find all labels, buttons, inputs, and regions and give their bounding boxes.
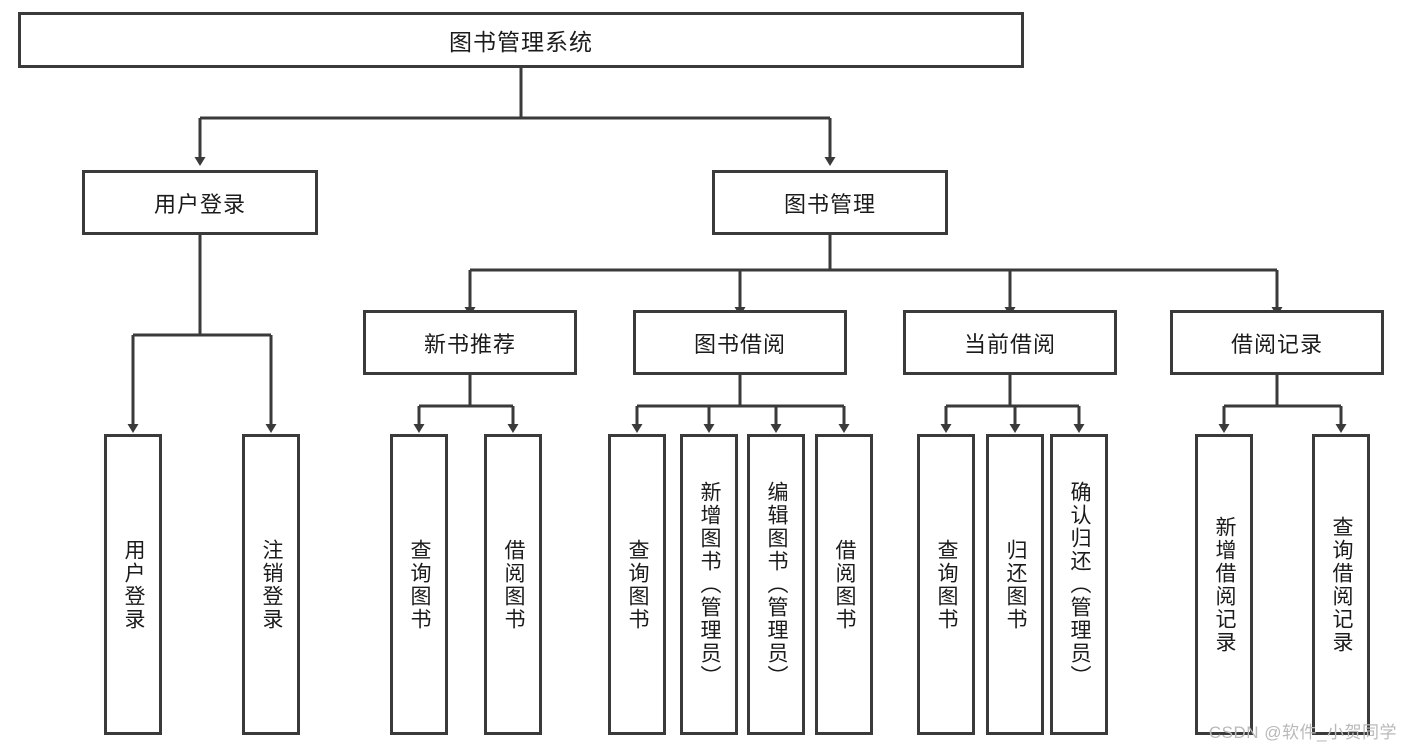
node-borrow-record[interactable]: 借阅记录 xyxy=(1170,310,1384,375)
node-leaf-add-borrow-record[interactable]: 新增借阅记录 xyxy=(1195,434,1253,735)
node-label: 查询借阅记录 xyxy=(1329,515,1353,654)
node-leaf-edit-book-admin[interactable]: 编辑图书（管理员） xyxy=(747,434,805,735)
node-leaf-return-book[interactable]: 归还图书 xyxy=(986,434,1044,735)
node-label: 编辑图书（管理员） xyxy=(764,481,788,688)
node-leaf-confirm-return-admin[interactable]: 确认归还（管理员） xyxy=(1050,434,1108,735)
node-leaf-query-book-recommend[interactable]: 查询图书 xyxy=(390,434,448,735)
node-user-login[interactable]: 用户登录 xyxy=(82,170,318,235)
node-label: 确认归还（管理员） xyxy=(1067,481,1091,688)
node-root-book-management-system[interactable]: 图书管理系统 xyxy=(18,12,1024,68)
node-label: 新书推荐 xyxy=(423,331,516,357)
node-leaf-query-book-borrow[interactable]: 查询图书 xyxy=(608,434,666,735)
node-label: 归还图书 xyxy=(1003,538,1027,631)
node-leaf-user-login[interactable]: 用户登录 xyxy=(104,434,162,735)
node-label: 用户登录 xyxy=(121,538,145,631)
node-label: 当前借阅 xyxy=(963,331,1056,357)
node-label: 图书管理系统 xyxy=(449,29,593,55)
node-label: 借阅图书 xyxy=(501,538,525,631)
node-label: 新增借阅记录 xyxy=(1212,515,1236,654)
node-new-book-recommend[interactable]: 新书推荐 xyxy=(363,310,577,375)
node-book-management[interactable]: 图书管理 xyxy=(712,170,948,235)
node-leaf-borrow-book[interactable]: 借阅图书 xyxy=(815,434,873,735)
node-book-borrow[interactable]: 图书借阅 xyxy=(633,310,847,375)
node-leaf-borrow-book-recommend[interactable]: 借阅图书 xyxy=(484,434,542,735)
node-label: 查询图书 xyxy=(407,538,431,631)
node-label: 借阅图书 xyxy=(832,538,856,631)
watermark-text: CSDN @软件_小贺同学 xyxy=(1208,723,1397,742)
node-label: 注销登录 xyxy=(259,538,283,631)
node-label: 图书管理 xyxy=(783,191,876,217)
node-label: 新增图书（管理员） xyxy=(697,481,721,688)
node-leaf-logout[interactable]: 注销登录 xyxy=(242,434,300,735)
node-leaf-query-book-current[interactable]: 查询图书 xyxy=(917,434,975,735)
node-label: 查询图书 xyxy=(625,538,649,631)
node-label: 图书借阅 xyxy=(693,331,786,357)
node-leaf-query-borrow-record[interactable]: 查询借阅记录 xyxy=(1312,434,1370,735)
node-label: 用户登录 xyxy=(153,191,246,217)
node-label: 借阅记录 xyxy=(1230,331,1323,357)
node-label: 查询图书 xyxy=(934,538,958,631)
node-leaf-add-book-admin[interactable]: 新增图书（管理员） xyxy=(680,434,738,735)
node-current-borrow[interactable]: 当前借阅 xyxy=(903,310,1117,375)
